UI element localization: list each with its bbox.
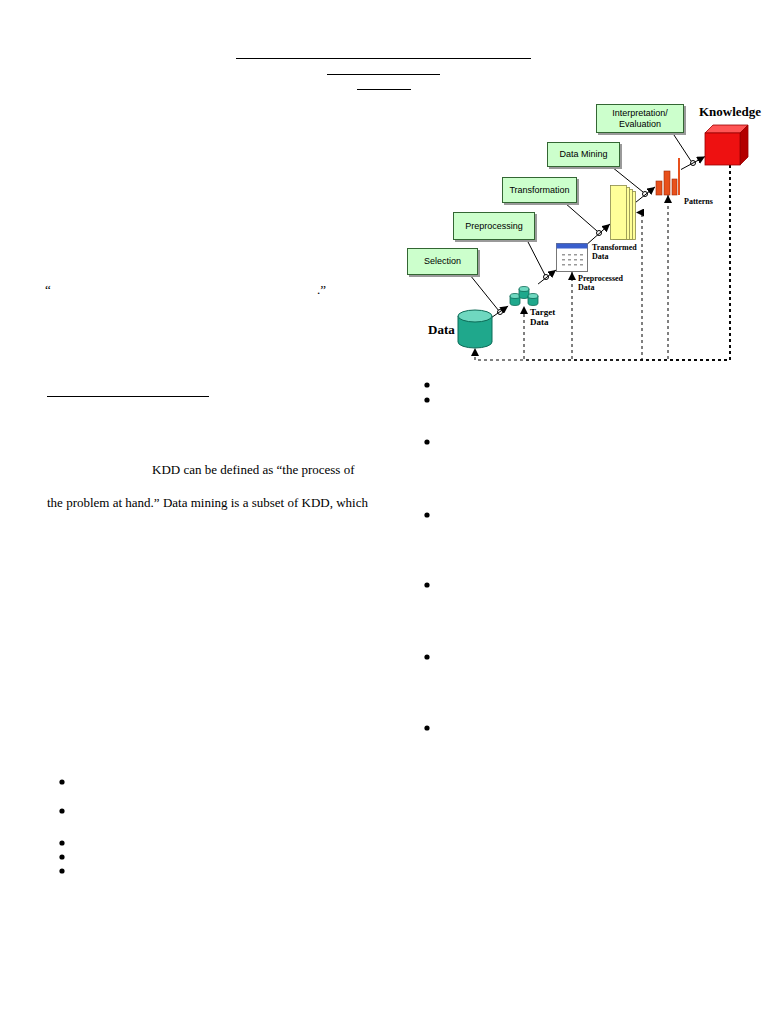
transformed-data: Transformed Data — [610, 185, 636, 240]
title-underline — [327, 74, 440, 75]
leader-line — [527, 240, 545, 275]
window-cell — [574, 264, 577, 266]
data-label: Target Data — [530, 308, 566, 328]
cube-side — [740, 125, 748, 165]
window-cell — [562, 264, 565, 266]
data-label: Transformed Data — [592, 244, 638, 262]
step-box: Selection — [407, 248, 478, 275]
feedback-arrow — [475, 165, 730, 360]
quote-mark: “ — [45, 282, 51, 298]
patterns-chart-icon — [655, 158, 681, 195]
step-label: Preprocessing — [465, 221, 523, 231]
data-label: Knowledge — [699, 105, 761, 119]
target-data-icon — [508, 284, 540, 306]
step-label: Transformation — [509, 185, 569, 195]
bullet — [424, 582, 429, 587]
cylinder-top — [458, 310, 492, 322]
step-arrow — [538, 270, 556, 284]
step-box: Interpretation/ Evaluation — [596, 104, 684, 133]
body-text: KDD can be defined as “the process of — [152, 462, 355, 478]
window-cell — [580, 259, 583, 261]
small-cylinder-top — [510, 294, 520, 299]
knowledge-cube: Knowledge — [705, 125, 748, 165]
preprocessed-data-icon — [556, 243, 588, 272]
bar — [664, 171, 670, 195]
step-arrow — [636, 187, 655, 202]
bullet — [59, 779, 64, 784]
window-cell — [568, 264, 571, 266]
step-label: Selection — [424, 256, 461, 266]
window-cell — [568, 259, 571, 261]
step-arrow — [681, 157, 705, 170]
window-cell — [568, 254, 571, 256]
data-store: Data — [458, 310, 492, 348]
bullet — [424, 654, 429, 659]
step-arrow — [492, 306, 508, 317]
window-cell — [580, 254, 583, 256]
bullet — [424, 725, 429, 730]
window-cell — [562, 254, 565, 256]
cube-front — [705, 133, 740, 165]
bullet — [424, 382, 429, 387]
window-title-bar — [557, 244, 588, 249]
small-cylinder-top — [519, 287, 529, 292]
feedback-arrow — [668, 165, 730, 360]
step-box: Preprocessing — [453, 212, 535, 240]
step-box: Transformation — [502, 177, 577, 203]
target-data: Target Data — [508, 284, 540, 306]
title-underline — [357, 89, 411, 90]
transformed-data-icon — [610, 185, 636, 240]
patterns-chart: Patterns — [655, 158, 681, 195]
data-label: Data — [428, 323, 455, 337]
window-cell — [574, 254, 577, 256]
step-label: Interpretation/ Evaluation — [603, 108, 677, 129]
window-cell — [562, 259, 565, 261]
bar — [672, 179, 677, 195]
data-label: Patterns — [684, 198, 713, 207]
bullet — [59, 854, 64, 859]
quote-mark: .” — [317, 282, 326, 298]
bar — [656, 181, 662, 195]
title-underline — [236, 58, 531, 59]
knowledge-cube-icon — [705, 125, 748, 165]
feedback-arrow — [572, 165, 730, 360]
data-store-icon — [458, 310, 492, 348]
window-cell — [580, 264, 583, 266]
small-cylinder-top — [528, 294, 538, 299]
feedback-arrow — [636, 165, 730, 360]
bar — [678, 158, 680, 195]
body-text: the problem at hand.” Data mining is a s… — [47, 495, 368, 511]
leader-line — [565, 203, 597, 231]
leader-line — [470, 275, 499, 311]
window-frame — [557, 244, 588, 272]
bullet — [59, 840, 64, 845]
step-box: Data Mining — [547, 142, 620, 167]
bullet — [424, 397, 429, 402]
bullet — [59, 868, 64, 873]
bullet — [424, 512, 429, 517]
window-cell — [574, 259, 577, 261]
step-label: Data Mining — [559, 149, 607, 159]
leader-line — [672, 132, 691, 161]
bullets — [59, 382, 429, 873]
heading-underline — [47, 396, 209, 397]
bullet — [59, 808, 64, 813]
data-label: Preprocessed Data — [578, 275, 630, 293]
data-sheet — [611, 186, 627, 240]
bullet — [424, 439, 429, 444]
preprocessed-data: Preprocessed Data — [556, 243, 588, 272]
step-arrow — [588, 224, 610, 243]
